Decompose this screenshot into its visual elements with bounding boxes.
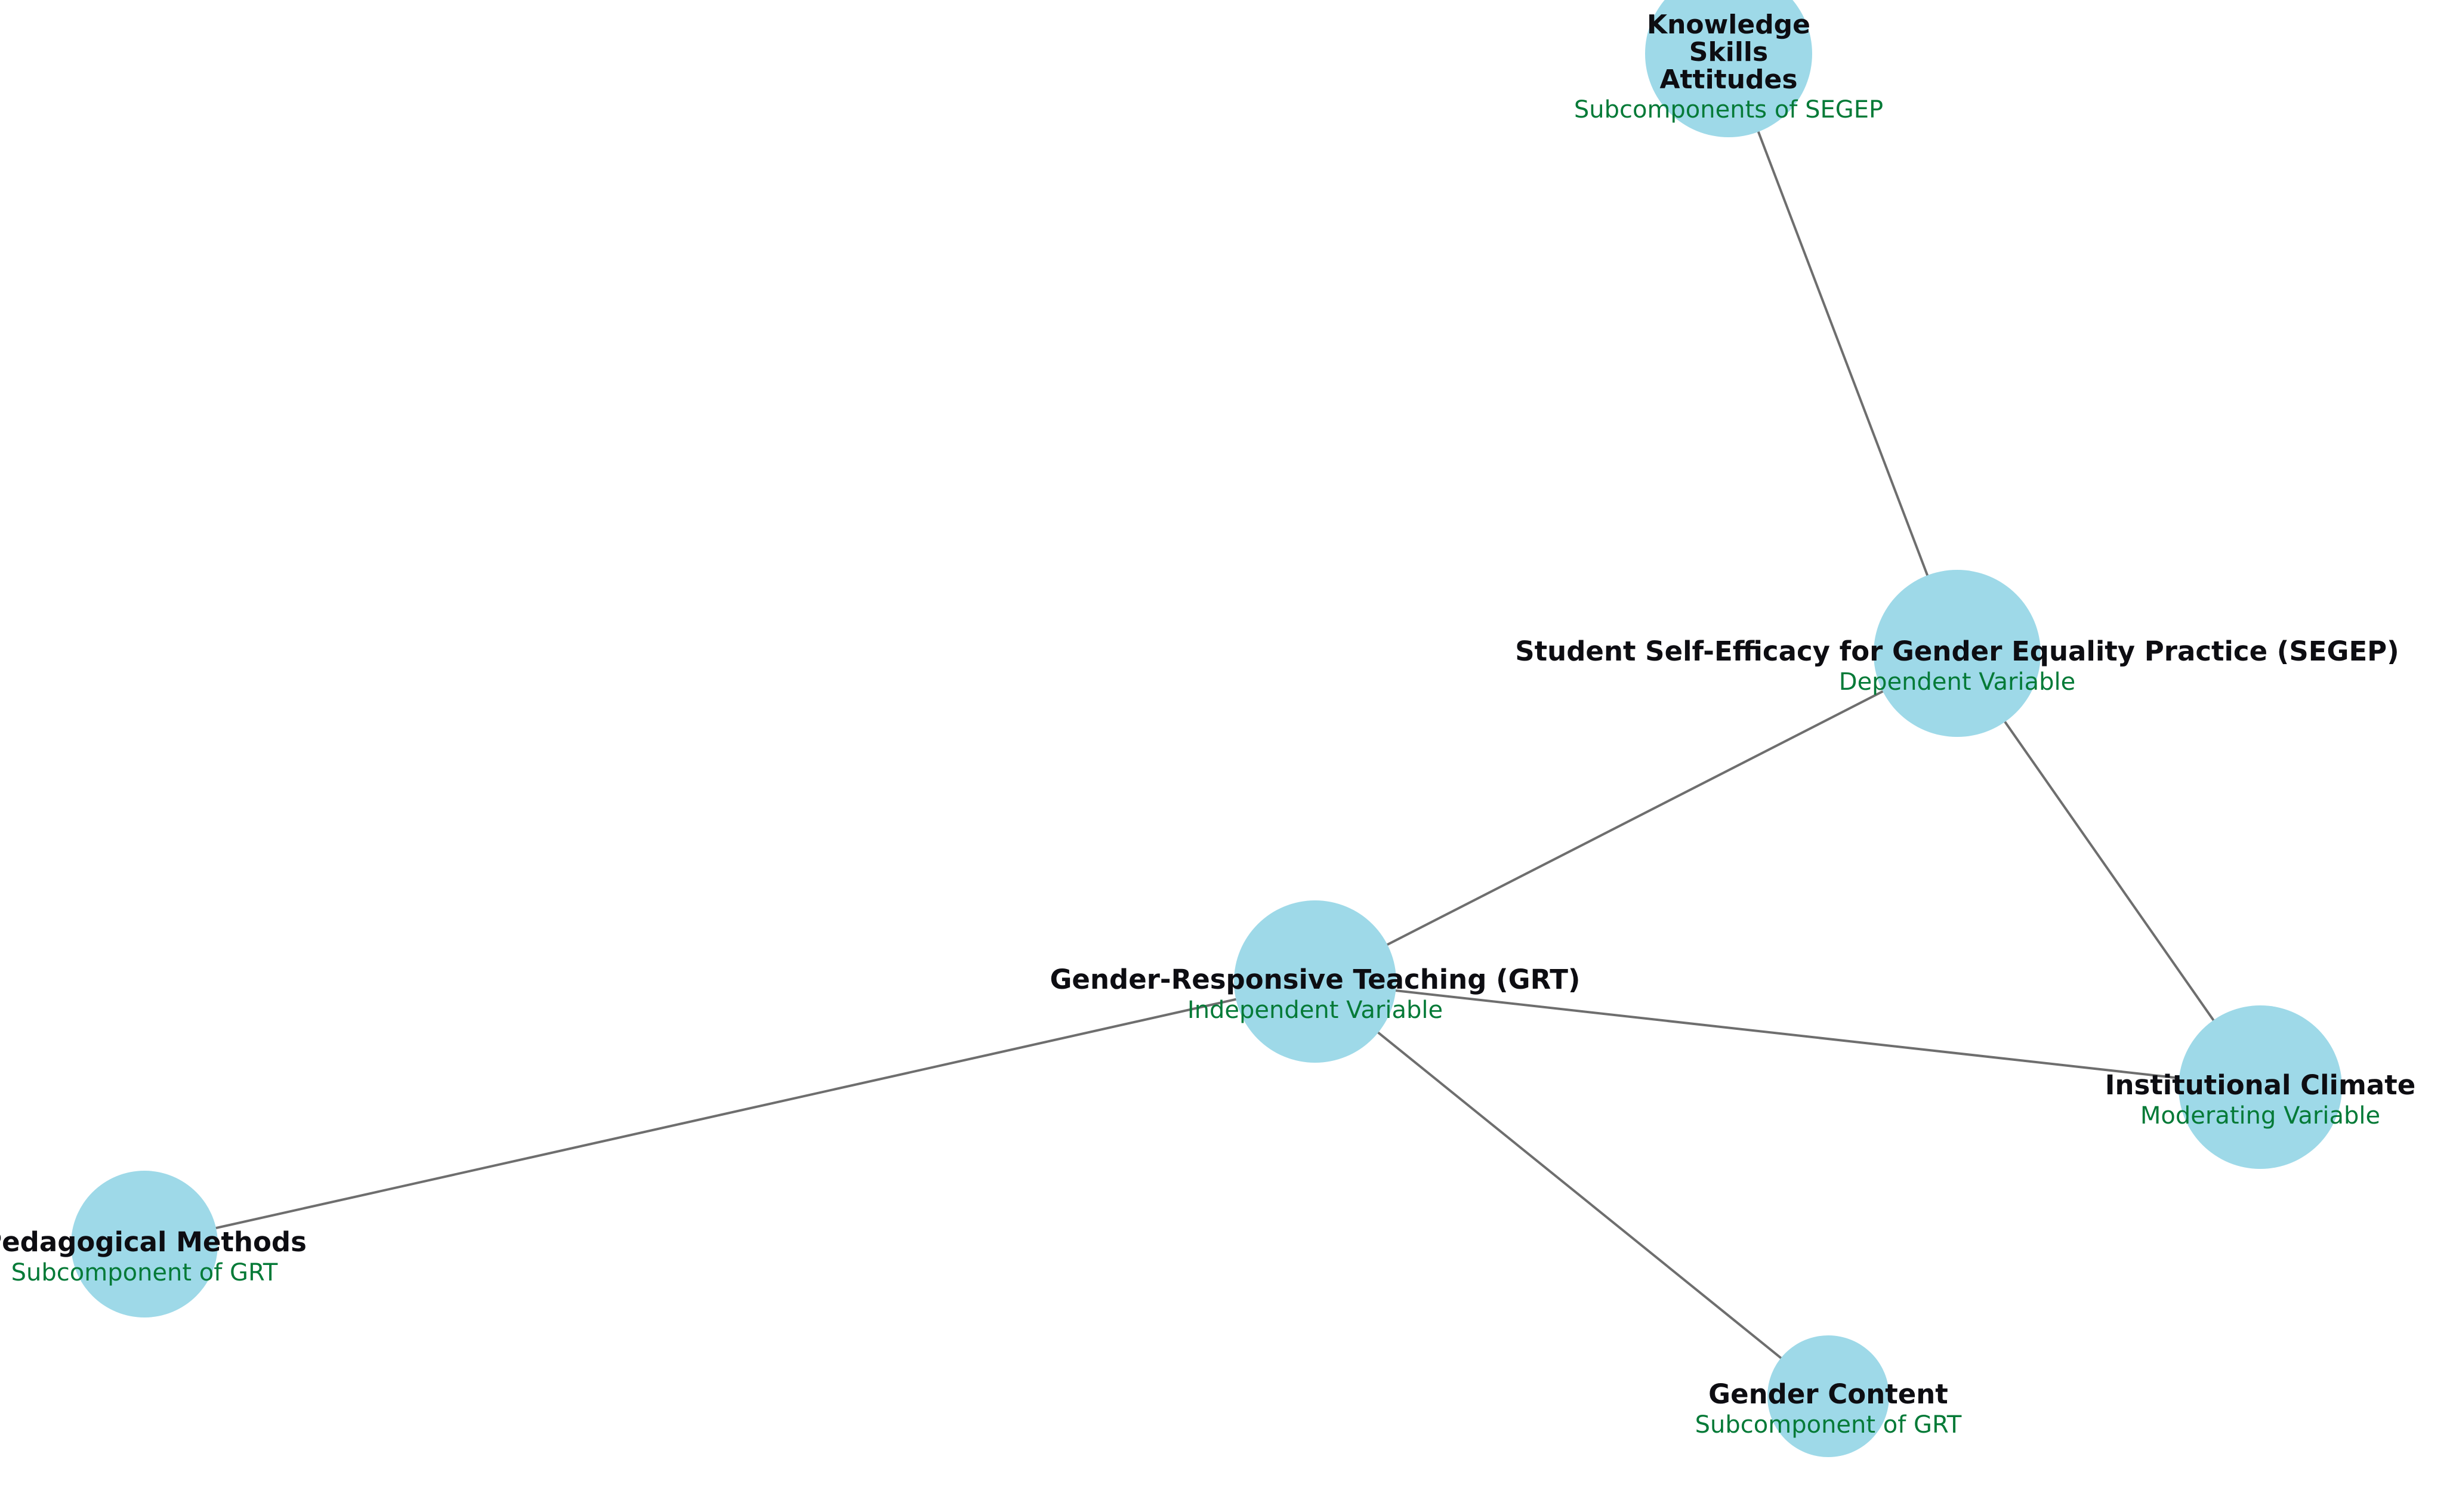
node-role-label-ksa: Subcomponents of SEGEP (1574, 96, 1883, 124)
node-label-content: Gender Content (1708, 1378, 1948, 1410)
node-role-label-grt: Independent Variable (1187, 996, 1443, 1024)
node-circle-grt[interactable] (1234, 900, 1396, 1063)
edge-grt-to-content (1314, 980, 1829, 1397)
edge-ksa-to-segep (1727, 53, 1958, 654)
node-label-segep: Student Self-Efficacy for Gender Equalit… (1515, 635, 2399, 667)
edges-layer (144, 53, 2261, 1397)
node-role-label-climate: Moderating Variable (2140, 1102, 2380, 1130)
node-label-pedagogy: Pedagogical Methods (0, 1226, 307, 1258)
node-circle-content[interactable] (1767, 1335, 1889, 1457)
node-role-label-pedagogy: Subcomponent of GRT (11, 1259, 278, 1286)
node-label-climate: Institutional Climate (2105, 1069, 2416, 1101)
node-circle-segep[interactable] (1874, 570, 2041, 737)
edge-grt-to-pedagogy (144, 980, 1316, 1245)
node-label-grt: Gender-Responsive Teaching (GRT) (1050, 964, 1581, 995)
node-circle-climate[interactable] (2179, 1005, 2342, 1169)
edge-segep-to-climate (1956, 652, 2261, 1088)
node-circle-ksa[interactable] (1645, 0, 1812, 137)
edge-segep-to-grt (1315, 652, 1958, 983)
node-label-ksa: Knowledge (1647, 10, 1810, 40)
node-circle-pedagogy[interactable] (71, 1171, 218, 1317)
node-label-ksa: Attitudes (1659, 64, 1797, 95)
nodes-layer (71, 0, 2342, 1457)
edge-grt-to-climate (1315, 980, 2261, 1088)
node-role-label-content: Subcomponent of GRT (1695, 1411, 1962, 1439)
node-label-ksa: Skills (1689, 37, 1768, 67)
node-role-label-segep: Dependent Variable (1839, 668, 2075, 696)
